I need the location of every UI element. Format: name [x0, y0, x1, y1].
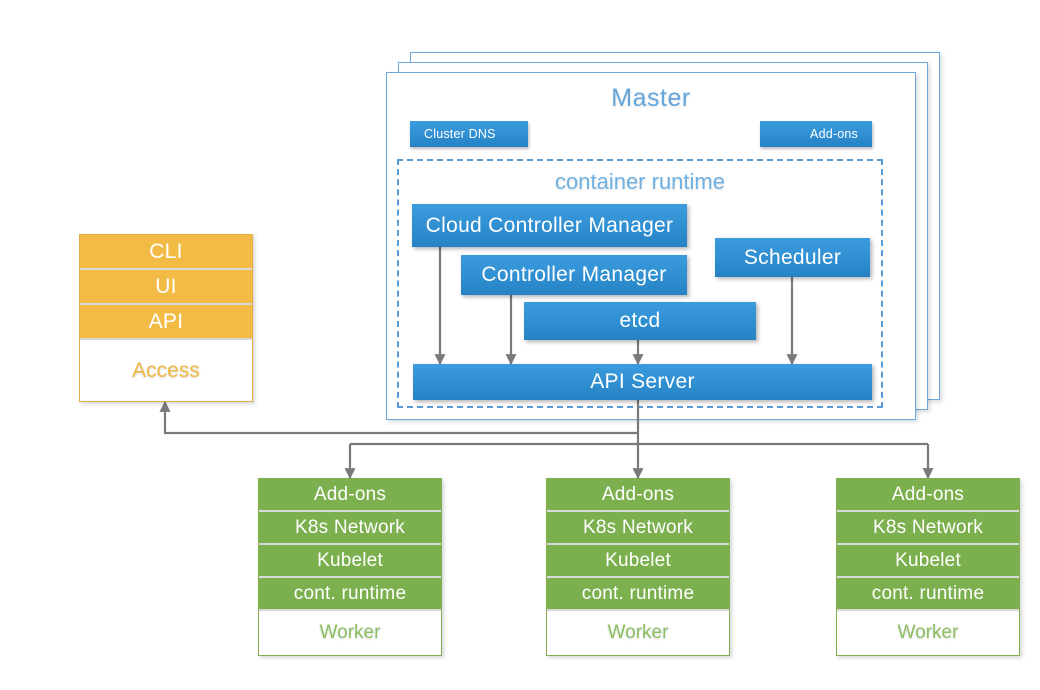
worker-1-row-kubelet[interactable]: Kubelet	[259, 545, 441, 578]
api-server-box[interactable]: API Server	[413, 364, 872, 400]
worker-2-footer-label: Worker	[547, 611, 729, 655]
worker-node-2: Add-ons K8s Network Kubelet cont. runtim…	[546, 478, 730, 656]
worker-2-row-cont-runtime[interactable]: cont. runtime	[547, 578, 729, 611]
worker-2-row-kubelet[interactable]: Kubelet	[547, 545, 729, 578]
master-addons-box[interactable]: Add-ons	[760, 121, 872, 147]
worker-3-row-kubelet[interactable]: Kubelet	[837, 545, 1019, 578]
worker-1-row-k8s-network[interactable]: K8s Network	[259, 512, 441, 545]
access-row-cli[interactable]: CLI	[80, 235, 252, 270]
worker-1-row-cont-runtime[interactable]: cont. runtime	[259, 578, 441, 611]
access-row-ui[interactable]: UI	[80, 270, 252, 305]
access-footer-label: Access	[80, 340, 252, 401]
worker-1-row-addons[interactable]: Add-ons	[259, 479, 441, 512]
master-title: Master	[611, 84, 691, 112]
worker-1-footer-label: Worker	[259, 611, 441, 655]
access-panel: CLI UI API Access	[79, 234, 253, 402]
worker-node-1: Add-ons K8s Network Kubelet cont. runtim…	[258, 478, 442, 656]
worker-2-row-k8s-network[interactable]: K8s Network	[547, 512, 729, 545]
access-row-api[interactable]: API	[80, 305, 252, 340]
container-runtime-title: container runtime	[555, 169, 725, 194]
worker-3-row-addons[interactable]: Add-ons	[837, 479, 1019, 512]
worker-3-row-cont-runtime[interactable]: cont. runtime	[837, 578, 1019, 611]
cluster-dns-box[interactable]: Cluster DNS	[410, 121, 528, 147]
etcd-box[interactable]: etcd	[524, 302, 756, 340]
worker-3-footer-label: Worker	[837, 611, 1019, 655]
worker-3-row-k8s-network[interactable]: K8s Network	[837, 512, 1019, 545]
worker-node-3: Add-ons K8s Network Kubelet cont. runtim…	[836, 478, 1020, 656]
scheduler-box[interactable]: Scheduler	[715, 238, 870, 277]
controller-manager-box[interactable]: Controller Manager	[461, 255, 687, 295]
worker-2-row-addons[interactable]: Add-ons	[547, 479, 729, 512]
cloud-controller-manager-box[interactable]: Cloud Controller Manager	[412, 204, 687, 247]
